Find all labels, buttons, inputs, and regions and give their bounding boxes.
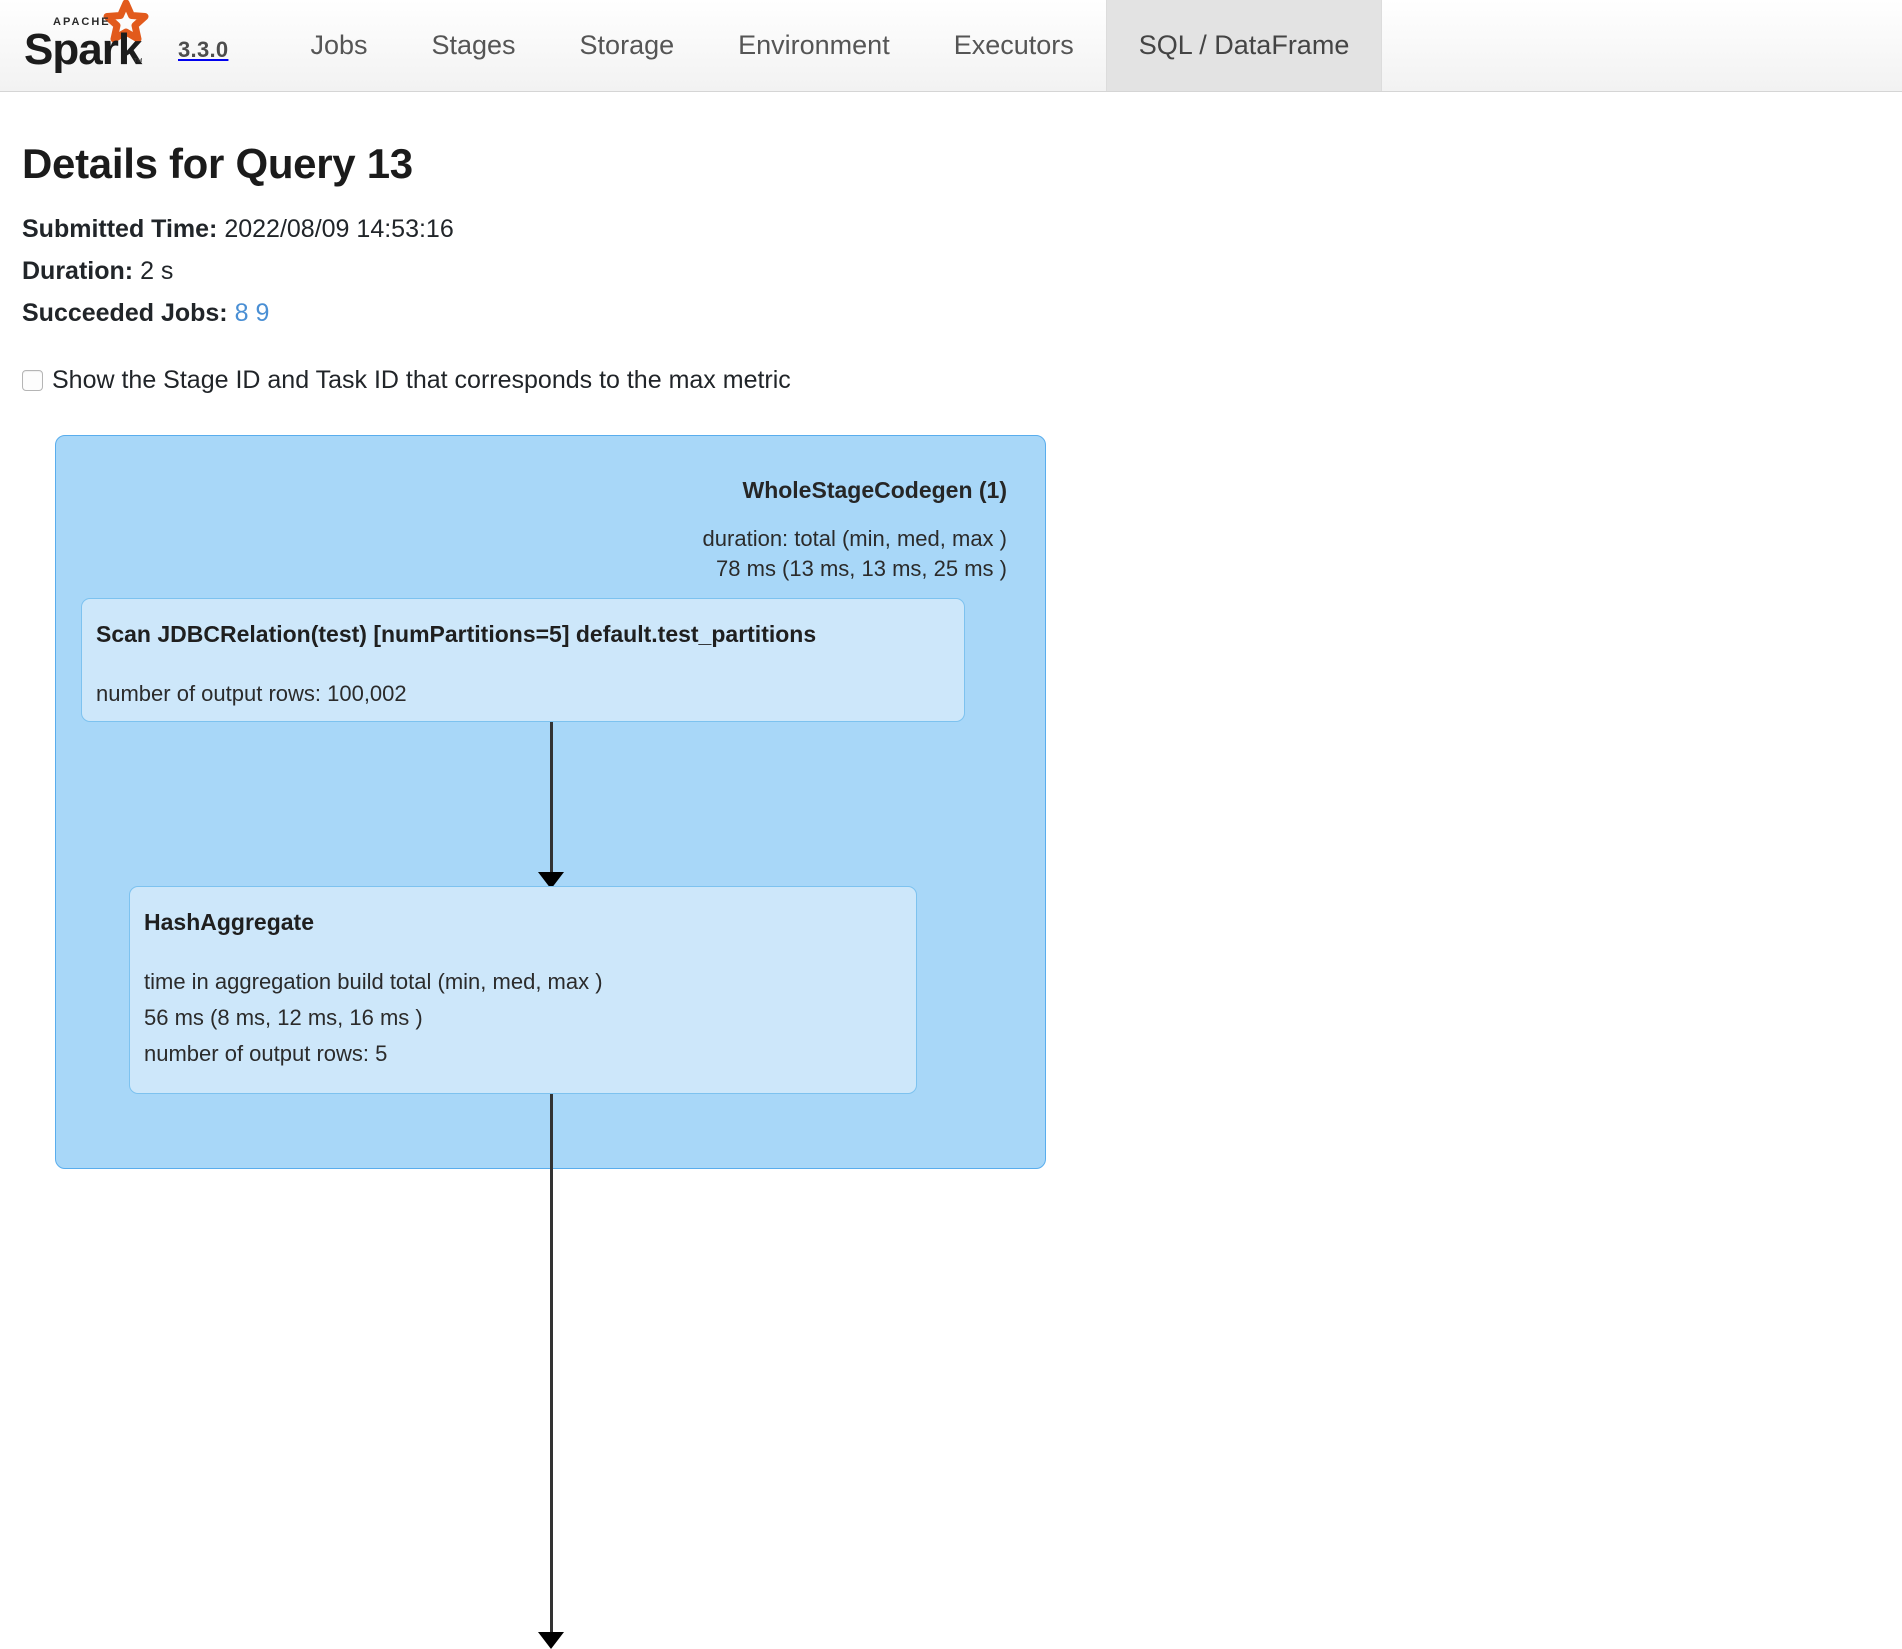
tab-sql-dataframe[interactable]: SQL / DataFrame	[1105, 0, 1383, 91]
show-stage-task-id-row: Show the Stage ID and Task ID that corre…	[0, 334, 1902, 395]
node-hashaggregate-title: HashAggregate	[144, 909, 314, 935]
spark-brand-link[interactable]: APACHE Spark ™ 3.3.0	[0, 0, 228, 91]
arrowhead-hashaggregate-downstream	[538, 1632, 564, 1649]
top-navbar: APACHE Spark ™ 3.3.0 Jobs Stages Storage…	[0, 0, 1902, 92]
svg-text:™: ™	[133, 57, 143, 68]
navbar-tabs: Jobs Stages Storage Environment Executor…	[278, 0, 1383, 91]
submitted-time-value: 2022/08/09 14:53:16	[224, 215, 454, 243]
duration-row: Duration: 2 s	[22, 250, 1902, 292]
spark-version-label: 3.3.0	[178, 37, 229, 62]
cluster-title: WholeStageCodegen (1)	[742, 477, 1007, 503]
page-content: Details for Query 13 Submitted Time: 202…	[0, 92, 1902, 1649]
tab-storage[interactable]: Storage	[579, 29, 675, 60]
show-stage-task-id-label: Show the Stage ID and Task ID that corre…	[52, 366, 791, 394]
arrowhead-scan-to-hashaggregate	[538, 872, 564, 889]
show-stage-task-id-checkbox[interactable]	[22, 370, 43, 391]
node-hashaggregate[interactable]: HashAggregate time in aggregation build …	[129, 886, 917, 1094]
tab-environment[interactable]: Environment	[738, 29, 890, 60]
duration-value: 2 s	[140, 257, 174, 285]
tab-jobs[interactable]: Jobs	[310, 29, 368, 60]
succeeded-jobs-label: Succeeded Jobs:	[22, 299, 228, 327]
submitted-time-label: Submitted Time:	[22, 215, 218, 243]
node-scan-jdbcrelation[interactable]: Scan JDBCRelation(test) [numPartitions=5…	[81, 598, 965, 722]
cluster-metrics: duration: total (min, med, max ) 78 ms (…	[702, 526, 1007, 581]
query-metadata: Submitted Time: 2022/08/09 14:53:16 Dura…	[0, 188, 1902, 334]
node-scan-metrics: number of output rows: 100,002	[96, 681, 407, 706]
tab-stages[interactable]: Stages	[431, 29, 516, 60]
svg-text:Spark: Spark	[24, 25, 143, 74]
succeeded-jobs-row: Succeeded Jobs: 8 9	[22, 292, 1902, 334]
duration-label: Duration:	[22, 257, 134, 285]
succeeded-job-link-9[interactable]: 9	[255, 299, 270, 327]
edge-hashaggregate-downstream	[550, 1094, 553, 1632]
node-hashaggregate-metrics: time in aggregation build total (min, me…	[144, 969, 603, 1066]
sql-dag-graph: WholeStageCodegen (1) duration: total (m…	[0, 435, 1902, 1649]
svg-text:APACHE: APACHE	[53, 16, 111, 28]
tab-executors[interactable]: Executors	[953, 29, 1074, 60]
submitted-time-row: Submitted Time: 2022/08/09 14:53:16	[22, 208, 1902, 250]
page-title: Details for Query 13	[22, 140, 413, 187]
node-scan-title: Scan JDBCRelation(test) [numPartitions=5…	[96, 621, 817, 647]
edge-scan-to-hashaggregate	[550, 722, 553, 872]
spark-logo-icon: APACHE Spark ™	[18, 0, 168, 75]
succeeded-job-link-8[interactable]: 8	[234, 299, 249, 327]
